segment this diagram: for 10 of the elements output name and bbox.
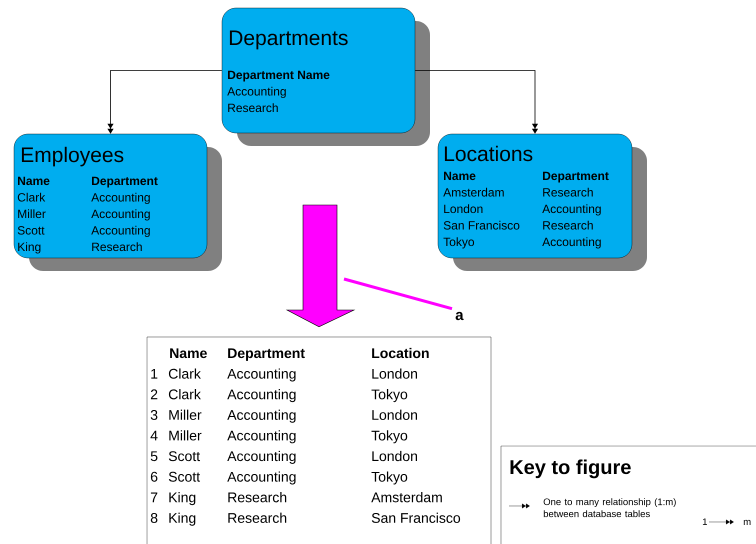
table-box: Employees Name Department Clark Accounting Miller Accounting Scott Accounting King Research [14, 134, 222, 271]
block-arrow [286, 204, 356, 328]
callout-letter: a [456, 312, 464, 320]
cardinality-label: m [744, 520, 750, 525]
table-box: Departments Department Name Accounting Research [222, 8, 430, 146]
table-box: Name Department Location 1 Clark Accounting London 2 Clark Accounting Tokyo 3 Miller Accounting London 4 Miller Accounting Tokyo 5 Scott Accounting London 6 Scott Accounting Tokyo 7 King Research Amsterdam 8 King Research San Francisco [146, 336, 492, 544]
table-box: Locations Name Department Amsterdam Research London Accounting San Francisco Research Tokyo Accounting [438, 134, 647, 271]
cardinality-label: 1 [702, 518, 707, 525]
leader-line [344, 278, 452, 310]
legend-text: One to many relationship (1:m) between database tables [544, 498, 676, 518]
